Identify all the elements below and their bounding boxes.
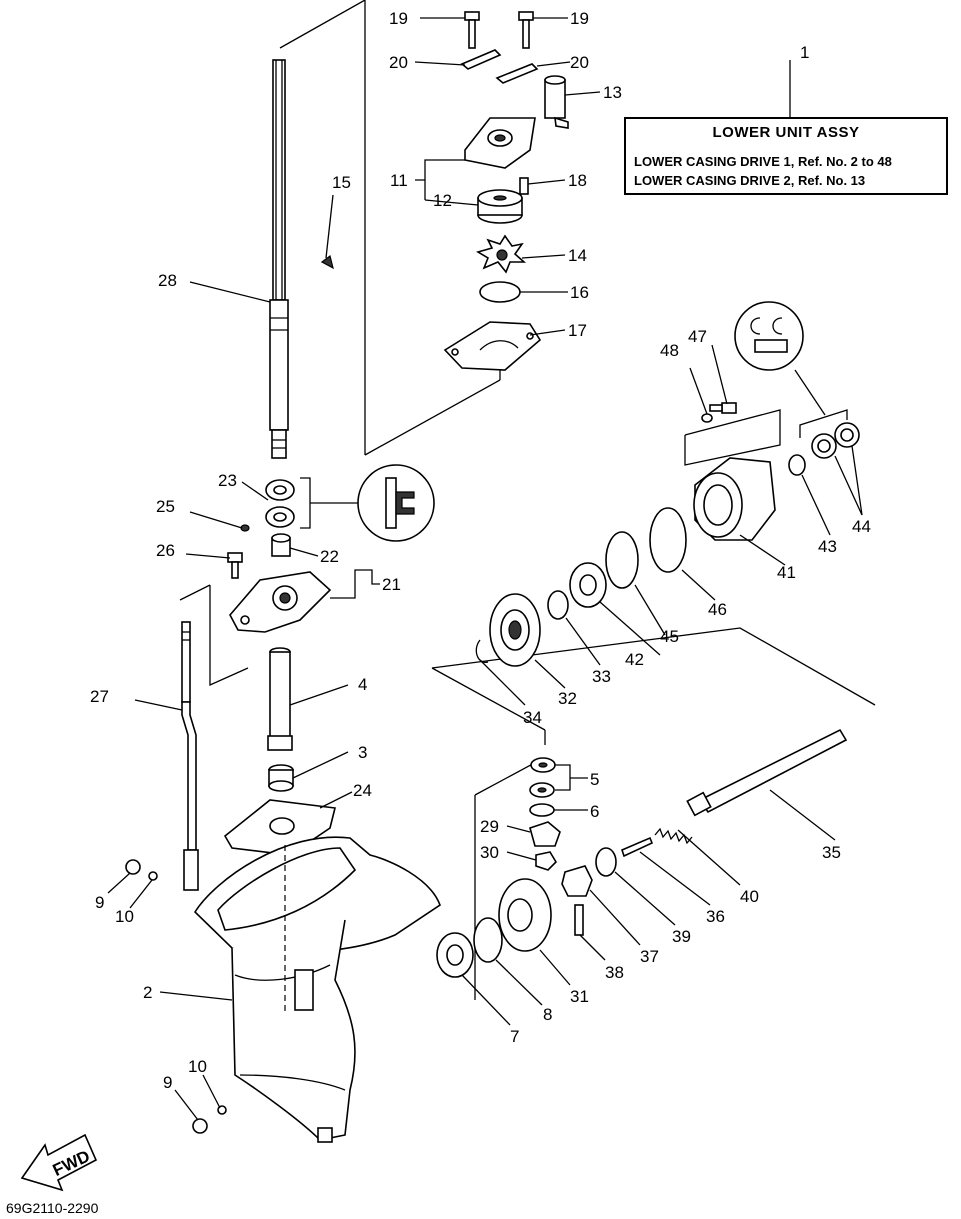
water-pump-group [443,11,569,371]
seal-cross-section-icon [300,464,435,542]
shift-rod [181,621,199,891]
callout-20a: 20 [389,53,408,72]
callout-48: 48 [660,341,679,360]
callout-1: 1 [800,43,809,62]
callout-37: 37 [640,947,659,966]
callout-10a: 10 [115,907,134,926]
gc-bushing-icon [734,301,826,416]
callout-43: 43 [818,537,837,556]
upper-seal-group [227,479,332,633]
callout-32: 32 [558,689,577,708]
callout-9a: 9 [95,893,104,912]
callout-9b: 9 [163,1073,172,1092]
callout-16: 16 [570,283,589,302]
callout-3: 3 [358,743,367,762]
callout-14: 14 [568,246,587,265]
callout-45: 45 [660,627,679,646]
callout-4: 4 [358,675,367,694]
callout-8: 8 [543,1005,552,1024]
callout-12: 12 [433,191,452,210]
title-box-line-2: LOWER CASING DRIVE 2, Ref. No. 13 [634,173,866,188]
forward-arrow-icon: FWD [20,1133,98,1192]
callout-20b: 20 [570,53,589,72]
title-box: LOWER UNIT ASSY LOWER CASING DRIVE 1, Re… [624,117,948,195]
callout-29: 29 [480,817,499,836]
callout-15: 15 [332,173,351,192]
callout-41: 41 [777,563,796,582]
drive-shaft [269,59,289,459]
callout-27: 27 [90,687,109,706]
callout-labels: 1 2 3 4 5 6 7 8 9 9 10 10 11 12 13 14 15… [90,9,871,1092]
callout-18: 18 [568,171,587,190]
water-tube-group [223,647,336,856]
callout-13: 13 [603,83,622,102]
callout-38: 38 [605,963,624,982]
callout-7: 7 [510,1027,519,1046]
callout-10b: 10 [188,1057,207,1076]
title-box-heading: LOWER UNIT ASSY [712,124,860,141]
callout-24: 24 [353,781,372,800]
casing-fasteners [125,859,227,1134]
leader-lines [107,17,863,1121]
callout-2: 2 [143,983,152,1002]
callout-44: 44 [852,517,871,536]
callout-22: 22 [320,547,339,566]
callout-34: 34 [523,708,542,727]
lower-casing [193,836,441,1143]
title-box-line-1: LOWER CASING DRIVE 1, Ref. No. 2 to 48 [634,154,892,169]
callout-31: 31 [570,987,589,1006]
callout-17: 17 [568,321,587,340]
callout-19a: 19 [389,9,408,28]
shaft-clip [320,254,334,270]
callout-28: 28 [158,271,177,290]
callout-36: 36 [706,907,725,926]
callout-42: 42 [625,650,644,669]
callout-33: 33 [592,667,611,686]
callout-35: 35 [822,843,841,862]
callout-30: 30 [480,843,499,862]
callout-11: 11 [390,171,408,190]
callout-47: 47 [688,327,707,346]
drawing-code: 69G2110-2290 [6,1200,99,1216]
callout-26: 26 [156,541,175,560]
assembly-boundary-lines [179,0,876,1000]
callout-23: 23 [218,471,237,490]
callout-19b: 19 [570,9,589,28]
callout-25: 25 [156,497,175,516]
callout-39: 39 [672,927,691,946]
callout-21: 21 [382,575,401,594]
callout-46: 46 [708,600,727,619]
callout-5: 5 [590,770,599,789]
gear-group [436,402,860,978]
callout-40: 40 [740,887,759,906]
callout-6: 6 [590,802,599,821]
